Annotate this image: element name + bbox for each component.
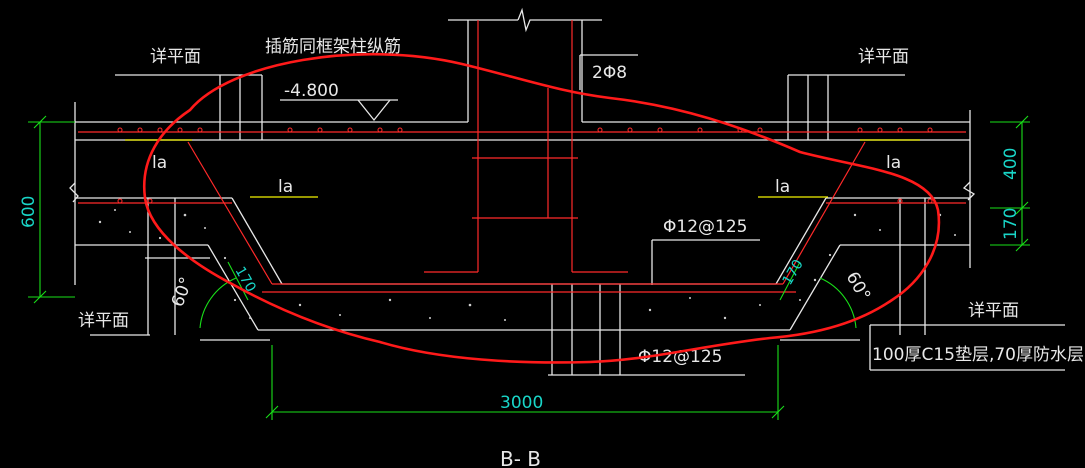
concrete-outline [69, 7, 1065, 376]
stirrup-rebar-label: 2Φ8 [592, 63, 627, 83]
cushion-note: 100厚C15垫层,70厚防水层 [872, 345, 1084, 365]
slope-angle-left: 60° [168, 275, 197, 310]
rebar-lines [78, 20, 966, 293]
slope-angle-right: 60° [842, 269, 874, 305]
dim-left-height: 600 [19, 196, 39, 228]
detail-label-bottom-right: 详平面 [968, 301, 1019, 321]
dim-bottom-width: 3000 [500, 393, 543, 413]
rebar-dots [117, 127, 933, 204]
slope-thk-right: 170 [780, 257, 807, 288]
top-rebar-label: Φ12@125 [663, 217, 747, 237]
bottom-rebar-label: Φ12@125 [638, 347, 722, 367]
anchor-label-1: la [152, 153, 167, 173]
dim-right-lower: 170 [1001, 208, 1021, 240]
detail-label-bottom-left: 详平面 [78, 311, 129, 331]
anchor-label-3: la [775, 177, 790, 197]
elevation-label: -4.800 [284, 81, 339, 101]
markup-circle [142, 52, 941, 364]
detail-label-top-right: 详平面 [858, 47, 909, 67]
anchor-label-4: la [886, 153, 901, 173]
dim-right-upper: 400 [1001, 148, 1021, 180]
anchor-label-2: la [278, 177, 293, 197]
anchor-lines [125, 139, 920, 198]
column-rebar-note: 插筋同框架柱纵筋 [265, 37, 401, 57]
section-title: B- B [500, 447, 541, 468]
concrete-hatch [98, 209, 956, 321]
dimension-lines [28, 115, 1030, 420]
detail-label-top-left: 详平面 [150, 47, 201, 67]
